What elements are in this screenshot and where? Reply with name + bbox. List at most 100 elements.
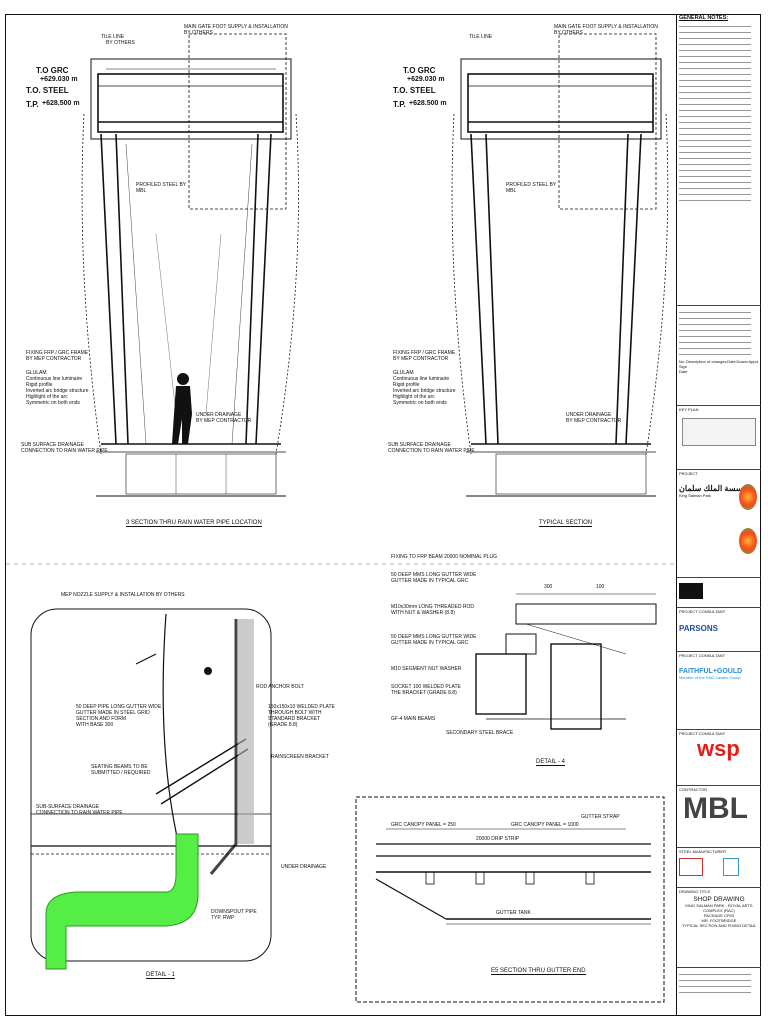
rev-col-appd: Appd. (748, 359, 759, 364)
drawing-description: KING SALMAN PARK - ROYAL ARTS COMPLEX (R… (681, 903, 756, 928)
subcontractor-block: CONTRACTOR MBL (677, 786, 761, 848)
contractor-block: PROJECT CONSULTANT wsp (677, 730, 761, 786)
d4-label-b: 50 DEEP MMS LONG GUTTER WIDE GUTTER MADE… (391, 572, 477, 584)
level-tog-value: +629.030 m (40, 76, 78, 83)
d4-dim-1: 300 (544, 584, 553, 590)
caption-section-rwp: 3 SECTION THRU RAIN WATER PIPE LOCATION (126, 520, 262, 527)
general-notes-title: GENERAL NOTES: (679, 15, 729, 21)
caption-gutter-end-num: E5 (491, 968, 499, 974)
consultant1-logo (679, 583, 703, 599)
rev-col-no: No. (679, 359, 686, 364)
label-tile-line-right: TILE LINE (469, 34, 493, 40)
contractor-label: PROJECT CONSULTANT (679, 731, 726, 736)
d1-label-plate: 150x150x10 WELDED PLATE THROUGH BOLT WIT… (268, 704, 335, 728)
label-main-gate-right: MAIN GATE FOOT SUPPLY & INSTALLATION BY … (554, 24, 658, 36)
label-profiled-steel: PROFILED STEEL BY MBL (136, 182, 187, 194)
ge-label-a: GRC CANOPY PANEL = 250 (391, 822, 456, 828)
client-logo-icon-2 (739, 528, 757, 554)
pm-sub: Member of the SNC-Lavalin Group (679, 675, 741, 680)
d4-label-c: M10x30mm LONG THREADED ROD WITH NUT & WA… (391, 604, 474, 616)
label-tile-line: TILE LINE (101, 34, 125, 40)
ge-label-d: 20000 DRIP STRIP (476, 836, 520, 842)
label-profiled-steel-right: PROFILED STEEL BY MBL (506, 182, 557, 194)
label-tile-line-sub: BY OTHERS (106, 40, 135, 46)
key-plan: KEY PLAN (677, 406, 761, 470)
pm-label: PROJECT CONSULTANT (679, 653, 726, 658)
label-subsurface: SUB SURFACE DRAINAGE CONNECTION TO RAIN … (21, 442, 108, 454)
label-main-gate: MAIN GATE FOOT SUPPLY & INSTALLATION BY … (184, 24, 288, 36)
label-fixing: FIXING FRP / GRC FRAME BY MEP CONTRACTOR (26, 350, 89, 362)
d4-label-e: M10 SEGMENT NUT WASHER (391, 666, 462, 672)
sub-label: CONTRACTOR (679, 787, 708, 792)
d4-dim-2: 100 (596, 584, 605, 590)
drawing-title-label: DRAWING TITLE (679, 889, 711, 894)
label-glulam-right: GLULAM Continuous line luminaire Rigid p… (393, 370, 456, 406)
caption-gutter-end-text: SECTION THRU GUTTER END (500, 968, 586, 974)
drawing-sheet-border (5, 14, 761, 1016)
d1-label-under-drainage: UNDER DRAINAGE (281, 864, 327, 870)
caption-gutter-end: E5 SECTION THRU GUTTER END (491, 968, 586, 975)
client-name-ar: مؤسسة الملك سلمان (679, 484, 751, 493)
level-tos-label: T.O. STEEL (26, 86, 69, 95)
key-plan-label: KEY PLAN (679, 407, 699, 412)
level-tp-label-right: T.P. (393, 100, 406, 109)
fab-logos (679, 858, 759, 876)
level-tp-value: +628.500 m (42, 100, 80, 107)
project-label: PROJECT (679, 471, 698, 476)
d4-label-a: FIXING TO FRP BEAM 20000 NOMINAL PLUG (391, 554, 497, 560)
ge-label-e: GUTTER TANK (496, 910, 531, 916)
caption-section-rwp-text: SECTION THRU RAIN WATER PIPE LOCATION (131, 520, 262, 526)
label-fixing-right: FIXING FRP / GRC FRAME BY MEP CONTRACTOR (393, 350, 456, 362)
title-block: GENERAL NOTES: No. Description of change… (676, 14, 761, 1016)
d1-label-gutter: 50 DEEP PIPE LONG GUTTER WIDE GUTTER MAD… (76, 704, 162, 728)
general-notes: GENERAL NOTES: (677, 14, 761, 306)
d1-label-downspout: DOWNSPOUT PIPE TYP. RWP (211, 909, 257, 921)
revision-header: No. Description of changes Date Drawn Ap… (679, 359, 759, 364)
d1-label-nozzle: MEP NOZZLE SUPPLY & INSTALLATION BY OTHE… (61, 592, 185, 598)
ge-label-c: GUTTER STRAP (581, 814, 620, 820)
caption-detail-4: DETAIL - 4 (536, 759, 566, 766)
caption-section-rwp-num: 3 (126, 520, 130, 526)
caption-typical-section: TYPICAL SECTION (539, 520, 593, 527)
d1-label-bracket: RAINSCREEN BRACKET (271, 754, 329, 760)
d4-label-g: GF-4 MAIN BEAMS (391, 716, 436, 722)
pm-logo: FAITHFUL+GOULD (679, 668, 743, 675)
consultant2-block: PROJECT CONSULTANT PARSONS (677, 608, 761, 652)
d4-label-d: 50 DEEP MMS LONG GUTTER WIDE GUTTER MADE… (391, 634, 477, 646)
caption-detail-1: DETAIL - 1 (146, 972, 176, 979)
level-tos-label-right: T.O. STEEL (393, 86, 436, 95)
sign-label: Sign (679, 364, 688, 369)
fab-logo-1 (679, 858, 703, 876)
label-subsurface-right: SUB SURFACE DRAINAGE CONNECTION TO RAIN … (388, 442, 475, 454)
sub-logo: MBL (683, 792, 748, 825)
drawing-number-block (677, 968, 761, 1012)
level-tp-label: T.P. (26, 100, 39, 109)
client-logo-icon (739, 484, 757, 510)
d1-label-subsurface: SUB-SURFACE DRAINAGE CONNECTION TO RAIN … (36, 804, 123, 816)
d4-label-f: SOCKET 100 WELDED PLATE THE BRACKET (GRA… (391, 684, 461, 696)
level-tog-value-right: +629.030 m (407, 76, 445, 83)
fabricator-block: STEEL MANUFACTURER (677, 848, 761, 888)
drawing-type: SHOP DRAWING (693, 896, 745, 903)
person-silhouette (172, 373, 192, 444)
d4-label-h: SECONDARY STEEL BRACE (446, 730, 514, 736)
drawing-area: T.O GRC +629.030 m T.O. STEEL T.P. +628.… (6, 14, 674, 1016)
label-glulam: GLULAM Continuous line luminaire Rigid p… (26, 370, 89, 406)
project-block: PROJECT مؤسسة الملك سلمان King Salman Pa… (677, 470, 761, 578)
d1-label-anchor: ROD ANCHOR BOLT (256, 684, 304, 690)
contractor-logo: wsp (697, 736, 740, 761)
d1-label-seating: SEATING BEAMS TO BE SUBMITTED / REQUIRED (91, 764, 151, 776)
label-under-drainage: UNDER DRAINAGE BY MEP CONTRACTOR (196, 412, 252, 424)
label-under-drainage-right: UNDER DRAINAGE BY MEP CONTRACTOR (566, 412, 622, 424)
consultant2-label: PROJECT CONSULTANT (679, 609, 726, 614)
drawing-linework (6, 33, 674, 1003)
ge-label-b: GRC CANOPY PANEL = 1000 (511, 822, 579, 828)
client-name-en: King Salman Park (679, 493, 712, 498)
drawing-title-block: DRAWING TITLE SHOP DRAWING KING SALMAN P… (677, 888, 761, 968)
level-tog-label: T.O GRC (36, 66, 69, 75)
pm-block: PROJECT CONSULTANT FAITHFUL+GOULD Member… (677, 652, 761, 730)
rev-col-date: Date (727, 359, 736, 364)
date-label: Date (679, 369, 688, 374)
fab-logo-2 (723, 858, 739, 876)
level-tp-value-right: +628.500 m (409, 100, 447, 107)
